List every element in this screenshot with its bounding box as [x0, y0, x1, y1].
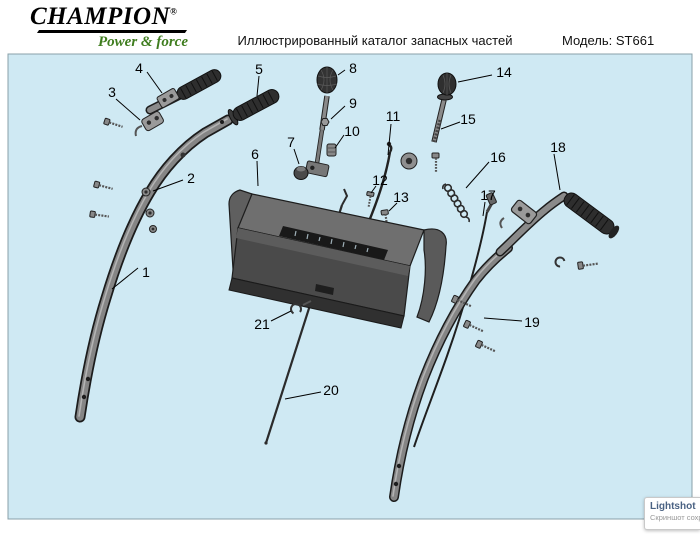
callout-15: 15 — [460, 111, 476, 127]
brand-logo: CHAMPION® Power & force — [30, 4, 200, 51]
part-flange-nut — [400, 152, 440, 172]
callout-13: 13 — [393, 189, 409, 205]
model-label: Модель: ST661 — [562, 33, 655, 48]
fasteners-left — [89, 152, 186, 233]
callout-17: 17 — [480, 187, 496, 203]
part-knob — [293, 166, 309, 180]
callout-19: 19 — [524, 314, 540, 330]
callout-5: 5 — [255, 61, 263, 77]
part-left-lower-handle — [74, 114, 234, 423]
callout-6: 6 — [251, 146, 259, 162]
fasteners-right — [451, 294, 497, 353]
callout-3: 3 — [108, 84, 116, 100]
part-choke-knob — [431, 72, 457, 143]
part-console-panel — [228, 189, 447, 329]
callout-20: 20 — [323, 382, 339, 398]
lightshot-notification[interactable]: Lightshot Скриншот сохра — [644, 497, 700, 530]
part-handle-clamp-left — [103, 111, 164, 137]
callout-18: 18 — [550, 139, 566, 155]
callout-14: 14 — [496, 64, 512, 80]
fasteners-center — [366, 191, 389, 229]
callout-16: 16 — [490, 149, 506, 165]
callout-1: 1 — [142, 264, 150, 280]
callout-21: 21 — [254, 316, 270, 332]
brand-wordmark: CHAMPION — [30, 3, 171, 30]
part-shift-lever — [305, 66, 338, 178]
callout-8: 8 — [349, 60, 357, 76]
part-grip-left — [227, 89, 280, 126]
callout-2: 2 — [187, 170, 195, 186]
part-right-upper-handle — [495, 191, 620, 270]
callout-10: 10 — [344, 123, 360, 139]
catalog-title: Иллюстрированный каталог запасных частей — [237, 33, 513, 48]
part-spring — [442, 183, 470, 223]
callout-labels: 1 2 3 4 5 6 7 8 9 10 11 12 13 14 15 16 1… — [108, 60, 566, 398]
brand-tagline: Power & force — [98, 34, 188, 50]
callout-4: 4 — [135, 60, 143, 76]
part-left-upper-handle — [145, 69, 222, 115]
grip-right-upper — [563, 192, 620, 239]
part-right-lower-handle — [389, 243, 513, 502]
callout-11: 11 — [386, 108, 401, 124]
registered-mark: ® — [170, 6, 178, 17]
lightshot-app-name: Lightshot — [650, 501, 696, 512]
lightshot-status-text: Скриншот сохра — [650, 513, 700, 522]
part-cable — [413, 192, 497, 448]
leader-lines — [111, 69, 561, 400]
callout-7: 7 — [287, 134, 295, 150]
part-clip — [290, 300, 312, 315]
callout-9: 9 — [349, 95, 357, 111]
callout-12: 12 — [372, 172, 388, 188]
brand-text: CHAMPION® — [30, 4, 200, 29]
